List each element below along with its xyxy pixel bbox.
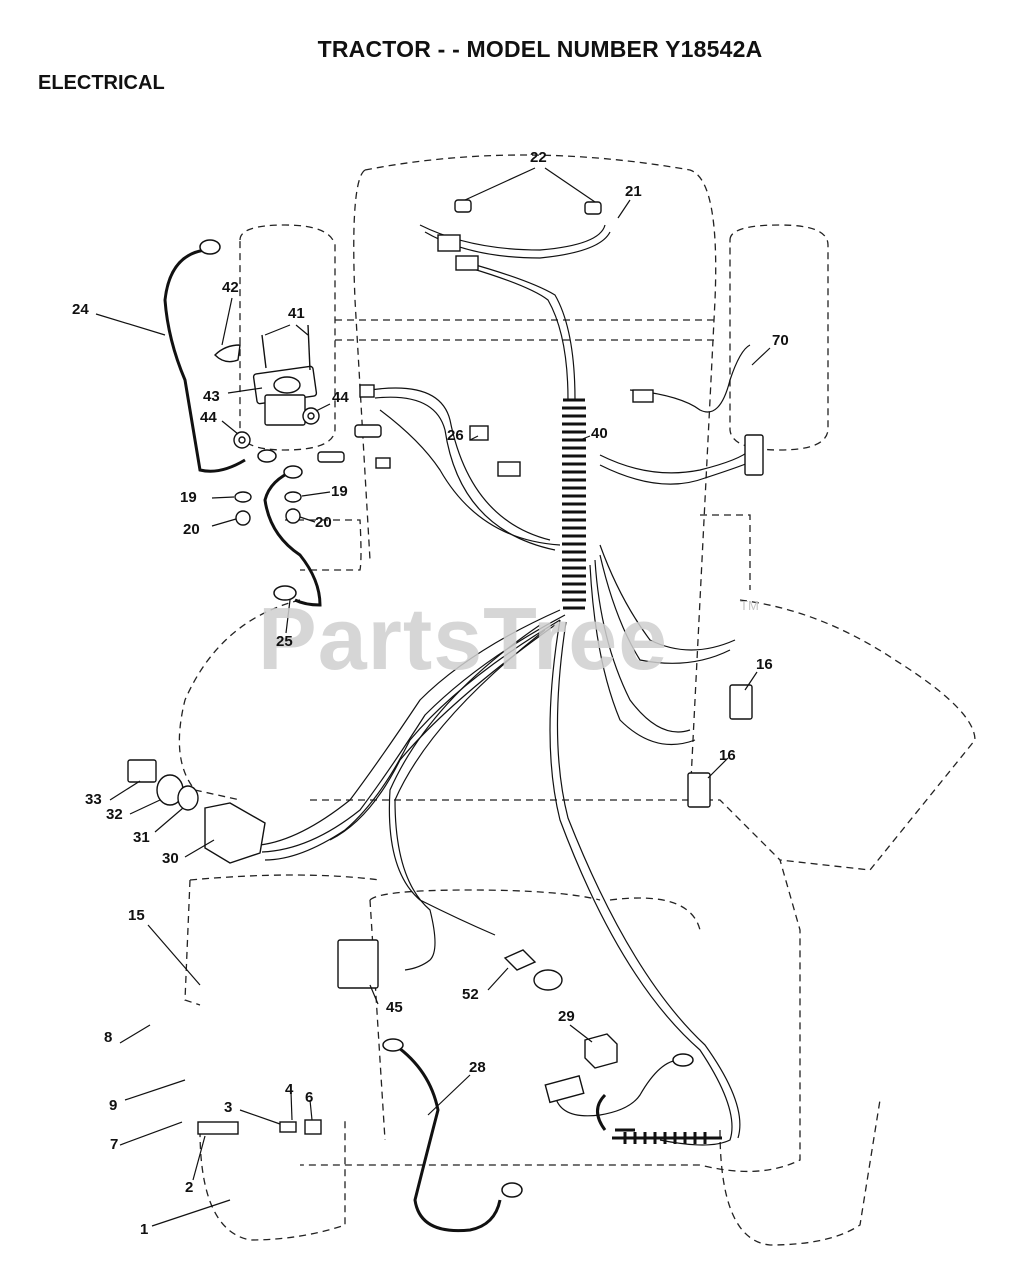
callout-31: 31 (133, 829, 150, 846)
harness-loom (562, 398, 722, 1144)
callout-26: 26 (447, 427, 464, 444)
wiring-harness (259, 224, 756, 1146)
callout-21: 21 (625, 183, 642, 200)
callout-32: 32 (106, 806, 123, 823)
callout-16-upper: 16 (756, 656, 773, 673)
battery-cables (163, 248, 502, 1233)
callout-44-right: 44 (332, 389, 349, 406)
callout-20-right: 20 (315, 514, 332, 531)
callout-42: 42 (222, 279, 239, 296)
callout-70: 70 (772, 332, 789, 349)
components (127, 199, 764, 1135)
page-title: TRACTOR - - MODEL NUMBER Y18542A (317, 36, 763, 62)
callout-40: 40 (591, 425, 608, 442)
callout-43: 43 (203, 388, 220, 405)
callout-22: 22 (530, 149, 547, 166)
watermark: PartsTree (258, 589, 669, 688)
callout-52: 52 (462, 986, 479, 1003)
callout-2: 2 (185, 1179, 194, 1196)
callout-19-right: 19 (331, 483, 348, 500)
callout-44-left: 44 (200, 409, 217, 426)
callout-45: 45 (386, 999, 403, 1016)
callout-33: 33 (85, 791, 102, 808)
section-title: ELECTRICAL (38, 72, 165, 94)
callout-8: 8 (104, 1029, 113, 1046)
callout-4: 4 (285, 1081, 294, 1098)
callout-3: 3 (224, 1099, 233, 1116)
callout-20-left: 20 (183, 521, 200, 538)
callout-24: 24 (72, 301, 89, 318)
callout-41: 41 (288, 305, 305, 322)
callout-19-left: 19 (180, 489, 197, 506)
terminals (199, 239, 694, 1198)
callout-25: 25 (276, 633, 293, 650)
leader-lines (95, 167, 771, 1227)
tractor-outline (178, 154, 976, 1246)
callout-7: 7 (110, 1136, 119, 1153)
callout-15: 15 (128, 907, 145, 924)
callout-29: 29 (558, 1008, 575, 1025)
callout-30: 30 (162, 850, 179, 867)
callout-6: 6 (305, 1089, 314, 1106)
callout-16-lower: 16 (719, 747, 736, 764)
watermark-tm: TM (740, 598, 759, 613)
callout-9: 9 (109, 1097, 118, 1114)
callout-1: 1 (140, 1221, 149, 1238)
callout-28: 28 (469, 1059, 486, 1076)
